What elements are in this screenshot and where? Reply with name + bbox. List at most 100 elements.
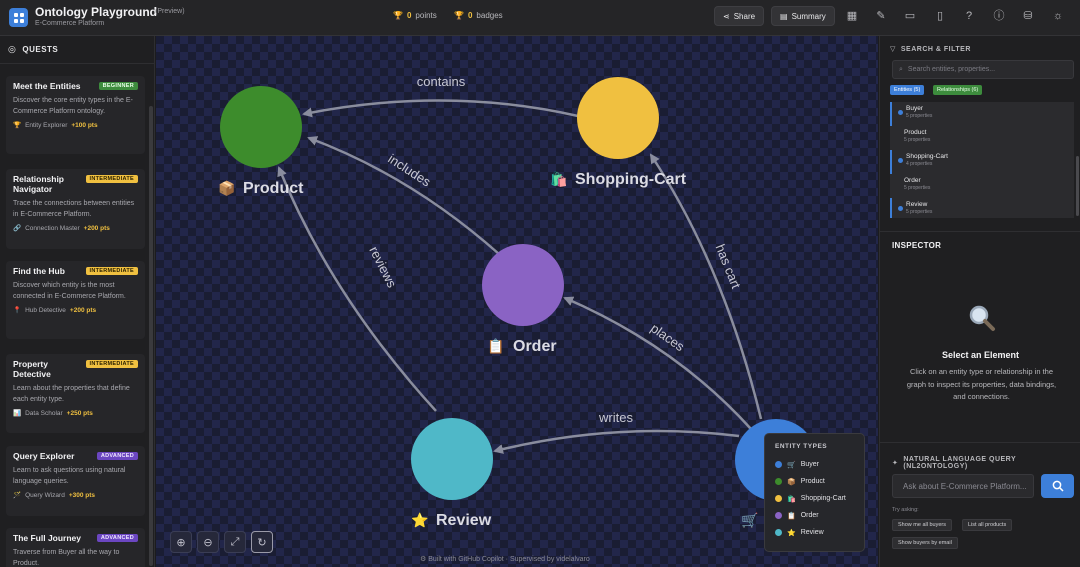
quests-panel: ◎ QUESTS Meet the Entities BEGINNER Disc… bbox=[0, 36, 155, 567]
list-item[interactable]: Shopping-Cart 4 properties bbox=[890, 150, 1074, 174]
pin-icon: 📍 bbox=[13, 307, 22, 314]
node-product[interactable] bbox=[220, 86, 302, 168]
quest-name: Relationship Navigator bbox=[13, 174, 65, 194]
entity-name: Order bbox=[904, 177, 921, 184]
link-icon: 🔗 bbox=[13, 225, 22, 232]
nlq-header: ✦ NATURAL LANGUAGE QUERY (NL2ONTOLOGY) bbox=[892, 456, 1080, 470]
preview-tag: (Preview) bbox=[155, 8, 185, 15]
quest-card[interactable]: The Full Journey ADVANCED Traverse from … bbox=[6, 528, 145, 567]
edge-reviews[interactable] bbox=[277, 166, 437, 412]
quests-scrollbar[interactable] bbox=[149, 106, 153, 566]
quests-heading: QUESTS bbox=[22, 45, 59, 54]
graph-canvas[interactable]: contains includes reviews has cart place… bbox=[156, 36, 878, 567]
search-icon bbox=[1052, 480, 1064, 492]
reward-points: +200 pts bbox=[69, 306, 97, 314]
entity-name: Shopping-Cart bbox=[906, 153, 948, 160]
suggestion-chip[interactable]: List all products bbox=[962, 519, 1013, 531]
footer-separator: · bbox=[505, 556, 509, 563]
quest-card[interactable]: Query Explorer ADVANCED Learn to ask que… bbox=[6, 446, 145, 516]
list-item[interactable]: Product 5 properties bbox=[890, 126, 1074, 150]
entity-search-input[interactable]: ⌕ Search entities, properties... bbox=[892, 60, 1074, 79]
app-title: Ontology Playground bbox=[35, 5, 157, 19]
quest-desc: Discover the core entity types in the E-… bbox=[13, 97, 133, 115]
reward-name: Data Scholar bbox=[25, 409, 63, 417]
supervised-by: Supervised by videlalvaro bbox=[509, 556, 590, 563]
medal-icon: 🏆 bbox=[454, 11, 464, 20]
share-button[interactable]: ⋖ Share bbox=[714, 6, 765, 26]
legend-emoji: 📋 bbox=[787, 512, 796, 520]
zoom-in-icon[interactable]: ⊕ bbox=[170, 531, 192, 553]
node-emoji-review: ⭐ bbox=[411, 512, 428, 528]
help-icon[interactable]: ? bbox=[965, 10, 973, 22]
quests-header: ◎ QUESTS bbox=[0, 36, 154, 64]
badges-value: 0 bbox=[467, 11, 473, 20]
inspector-heading: INSPECTOR bbox=[892, 241, 942, 250]
level-badge: INTERMEDIATE bbox=[85, 360, 138, 368]
legend-item[interactable]: ⭐ Review bbox=[775, 524, 854, 541]
quest-reward: 📊 Data Scholar +250 pts bbox=[13, 409, 138, 418]
zoom-out-icon[interactable]: ⊖ bbox=[197, 531, 219, 553]
quest-card[interactable]: Meet the Entities BEGINNER Discover the … bbox=[6, 76, 145, 154]
nl-query-panel: ✦ NATURAL LANGUAGE QUERY (NL2ONTOLOGY) A… bbox=[880, 442, 1080, 567]
legend-item[interactable]: 📦 Product bbox=[775, 473, 854, 490]
legend-emoji: ⭐ bbox=[787, 529, 796, 537]
document-icon[interactable]: ▯ bbox=[936, 10, 944, 22]
node-review[interactable] bbox=[411, 418, 493, 500]
built-with: Built with GitHub Copilot bbox=[428, 556, 504, 563]
list-item[interactable]: Review 5 properties bbox=[890, 198, 1074, 218]
suggestion-chip[interactable]: Show buyers by email bbox=[892, 537, 958, 549]
quest-card[interactable]: Property Detective INTERMEDIATE Learn ab… bbox=[6, 354, 145, 433]
level-badge: ADVANCED bbox=[96, 452, 138, 460]
edge-contains[interactable] bbox=[302, 99, 579, 118]
quest-card[interactable]: Find the Hub INTERMEDIATE Discover which… bbox=[6, 261, 145, 339]
entity-name: Review bbox=[906, 201, 928, 208]
database-icon[interactable]: ⛁ bbox=[1023, 10, 1033, 22]
node-order[interactable] bbox=[482, 244, 564, 326]
legend-title: ENTITY TYPES bbox=[775, 443, 828, 450]
inspector-panel: INSPECTOR Select an Element Click on an … bbox=[880, 231, 1080, 441]
list-item[interactable]: Buyer 5 properties bbox=[890, 102, 1074, 126]
quest-reward: 📍 Hub Detective +200 pts bbox=[13, 306, 138, 315]
entity-list-scrollbar[interactable] bbox=[1076, 156, 1079, 216]
fit-view-icon[interactable]: ⤢ bbox=[224, 531, 246, 553]
magnifier-icon bbox=[969, 305, 995, 331]
chart-icon: 📊 bbox=[13, 410, 22, 417]
reward-points: +300 pts bbox=[68, 491, 96, 499]
list-item[interactable]: Order 5 properties bbox=[890, 174, 1074, 198]
node-shopping-cart[interactable] bbox=[577, 77, 659, 159]
summary-button[interactable]: ▤ Summary bbox=[771, 6, 835, 26]
info-icon[interactable]: ⓘ bbox=[993, 10, 1005, 22]
legend-label: Shopping-Cart bbox=[800, 495, 846, 502]
nl-query-input[interactable]: Ask about E-Commerce Platform... bbox=[892, 474, 1034, 498]
entity-props: 5 properties bbox=[906, 113, 933, 119]
edge-writes[interactable] bbox=[493, 429, 740, 454]
wand-icon: 🪄 bbox=[13, 492, 22, 499]
quest-desc: Learn about the properties that define e… bbox=[13, 385, 130, 403]
edge-has-cart[interactable] bbox=[649, 153, 763, 420]
legend-item[interactable]: 🛍️ Shopping-Cart bbox=[775, 490, 854, 507]
edge-includes[interactable] bbox=[307, 136, 500, 255]
entity-name: Product bbox=[904, 129, 927, 136]
sun-icon[interactable]: ☼ bbox=[1052, 10, 1064, 22]
reward-points: +250 pts bbox=[66, 409, 93, 417]
edge-label-writes: writes bbox=[598, 410, 633, 425]
copilot-icon: ⚙ bbox=[420, 556, 427, 563]
nl-query-submit-button[interactable] bbox=[1041, 474, 1074, 498]
edge-places[interactable] bbox=[563, 296, 752, 430]
grid-icon[interactable]: ▦ bbox=[846, 10, 858, 22]
reward-points: +100 pts bbox=[71, 121, 98, 129]
entities-filter-chip[interactable]: Entities (5) bbox=[890, 85, 925, 95]
badges-stat: 🏆 0 badges bbox=[454, 11, 503, 20]
reset-icon[interactable]: ↻ bbox=[251, 531, 273, 553]
brush-icon[interactable]: ✎ bbox=[876, 10, 886, 22]
reward-name: Hub Detective bbox=[25, 306, 66, 314]
legend-item[interactable]: 📋 Order bbox=[775, 507, 854, 524]
book-icon[interactable]: ▭ bbox=[904, 10, 916, 22]
legend-item[interactable]: 🛒 Buyer bbox=[775, 456, 854, 473]
entity-props: 5 properties bbox=[904, 185, 931, 191]
inspector-empty-desc: Click on an entity type or relationship … bbox=[906, 367, 1057, 401]
relationships-filter-chip[interactable]: Relationships (6) bbox=[933, 85, 983, 95]
entity-props: 4 properties bbox=[906, 161, 933, 167]
suggestion-chip[interactable]: Show me all buyers bbox=[892, 519, 952, 531]
quest-card[interactable]: Relationship Navigator INTERMEDIATE Trac… bbox=[6, 169, 145, 249]
